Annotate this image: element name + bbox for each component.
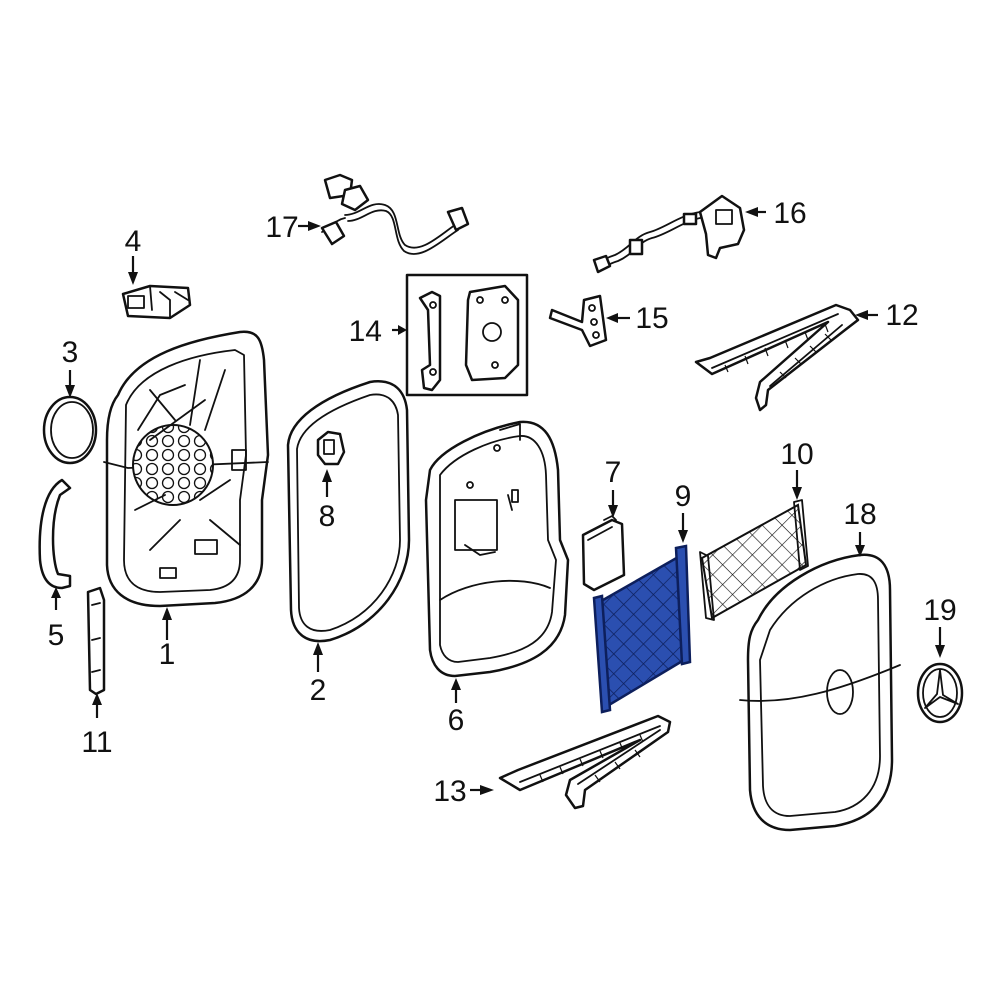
part-17-harness <box>320 173 470 255</box>
callout-17: 17 <box>265 211 298 244</box>
callout-9: 9 <box>675 480 692 513</box>
callout-5: 5 <box>48 619 65 652</box>
callout-1: 1 <box>159 638 176 671</box>
callout-8: 8 <box>319 500 336 533</box>
part-2-frame <box>286 380 411 643</box>
callout-2: 2 <box>310 674 327 707</box>
part-5-curved-seal <box>38 478 72 590</box>
part-11-bracket <box>86 586 106 696</box>
callout-19: 19 <box>923 594 956 627</box>
part-18-cover <box>739 553 901 832</box>
part-10-net <box>699 499 809 621</box>
part-14-latch-set <box>405 273 529 397</box>
callout-6: 6 <box>448 704 465 737</box>
part-12-strut <box>694 303 860 412</box>
part-16-actuator <box>592 194 746 274</box>
part-13-strut <box>498 714 672 810</box>
callout-15: 15 <box>635 302 668 335</box>
callout-13: 13 <box>433 775 466 808</box>
part-6-inner-panel <box>424 420 570 678</box>
part-15-striker <box>548 294 608 348</box>
part-3-ring <box>42 395 98 465</box>
callout-7: 7 <box>605 456 622 489</box>
callout-10: 10 <box>780 438 813 471</box>
callout-3: 3 <box>62 336 79 369</box>
callout-11: 11 <box>81 726 112 759</box>
callout-4: 4 <box>125 225 142 258</box>
part-7-pad <box>581 515 626 592</box>
part-1-housing <box>103 330 270 608</box>
leaders <box>51 207 945 795</box>
callout-12: 12 <box>885 299 918 332</box>
callout-14: 14 <box>349 315 382 348</box>
part-19-emblem <box>916 662 964 724</box>
part-8-clip <box>316 430 346 466</box>
callout-18: 18 <box>843 498 876 531</box>
part-9-net-highlighted <box>592 544 692 714</box>
callout-16: 16 <box>773 197 806 230</box>
callout-labels: 1 2 3 4 5 6 7 8 9 10 11 12 13 14 15 16 1… <box>48 197 957 808</box>
part-4-connector <box>121 284 192 320</box>
